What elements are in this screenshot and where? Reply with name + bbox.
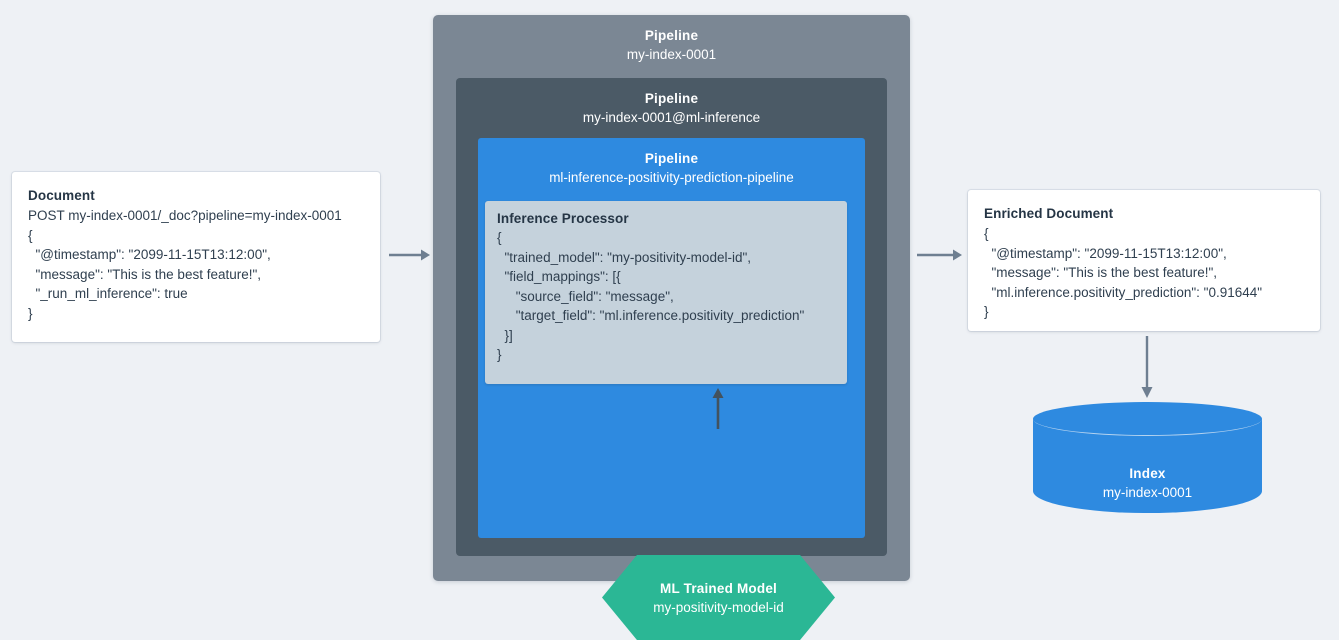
- inference-processor-line: "target_field": "ml.inference.positivity…: [497, 308, 805, 323]
- index-cylinder[interactable]: Index my-index-0001: [1033, 402, 1262, 530]
- ml-trained-model-hexagon[interactable]: ML Trained Model my-positivity-model-id: [602, 555, 835, 640]
- enriched-document-title: Enriched Document: [984, 206, 1114, 221]
- pipeline-middle-header: Pipeline my-index-0001@ml-inference: [456, 78, 887, 127]
- enriched-document-line: }: [984, 304, 989, 319]
- index-name: my-index-0001: [1102, 485, 1193, 500]
- inference-processor-line: {: [497, 230, 502, 245]
- document-line: "_run_ml_inference": true: [28, 286, 188, 301]
- inference-processor-line: "field_mappings": [{: [497, 269, 621, 284]
- arrow-ml-model-to-processor: [711, 387, 725, 429]
- document-line: {: [28, 227, 33, 243]
- ml-trained-model-kind: ML Trained Model: [660, 580, 777, 596]
- enriched-document-line: {: [984, 226, 989, 241]
- pipeline-outer-name: my-index-0001: [626, 47, 717, 62]
- pipeline-inner-name: ml-inference-positivity-prediction-pipel…: [549, 170, 794, 185]
- inference-processor-line: "source_field": "message",: [497, 288, 674, 304]
- index-label: Index my-index-0001: [1033, 464, 1262, 502]
- document-line: }: [28, 305, 33, 321]
- inference-processor-line: }: [497, 347, 502, 362]
- inference-processor-title: Inference Processor: [497, 211, 629, 226]
- ml-trained-model-name: my-positivity-model-id: [653, 599, 784, 615]
- enriched-document-line: "ml.inference.positivity_prediction": "0…: [984, 284, 1263, 300]
- document-title: Document: [28, 188, 95, 203]
- inference-processor-box[interactable]: Inference Processor { "trained_model": "…: [485, 201, 847, 384]
- arrow-enriched-document-to-index: [1140, 336, 1154, 400]
- index-cylinder-top: [1033, 402, 1262, 436]
- pipeline-outer-header: Pipeline my-index-0001: [433, 15, 910, 64]
- document-card: Document POST my-index-0001/_doc?pipelin…: [12, 172, 380, 342]
- pipeline-middle-ml-inference[interactable]: Pipeline my-index-0001@ml-inference Pipe…: [456, 78, 887, 640]
- inference-processor-line: }]: [497, 327, 513, 343]
- diagram-canvas: Document POST my-index-0001/_doc?pipelin…: [12, 15, 1320, 640]
- enriched-document-line: "message": "This is the best feature!",: [984, 265, 1218, 280]
- document-line: "message": "This is the best feature!",: [28, 266, 262, 282]
- document-line: "@timestamp": "2099-11-15T13:12:00",: [28, 247, 271, 262]
- inference-processor-line: "trained_model": "my-positivity-model-id…: [497, 249, 752, 265]
- pipeline-outer-kind: Pipeline: [644, 28, 699, 43]
- arrow-pipeline-to-enriched-document: [917, 248, 963, 262]
- pipeline-outer-my-index-0001[interactable]: Pipeline my-index-0001 Pipeline my-index…: [433, 15, 910, 640]
- enriched-document-line: "@timestamp": "2099-11-15T13:12:00",: [984, 245, 1227, 261]
- enriched-document-card: Enriched Document { "@timestamp": "2099-…: [968, 190, 1320, 331]
- pipeline-middle-name: my-index-0001@ml-inference: [582, 110, 761, 125]
- document-line: POST my-index-0001/_doc?pipeline=my-inde…: [28, 208, 342, 223]
- pipeline-inner-kind: Pipeline: [644, 151, 699, 166]
- pipeline-inner-positivity-prediction[interactable]: Pipeline ml-inference-positivity-predict…: [478, 138, 865, 640]
- arrow-document-to-pipeline: [389, 248, 431, 262]
- pipeline-inner-header: Pipeline ml-inference-positivity-predict…: [478, 138, 865, 187]
- pipeline-middle-kind: Pipeline: [644, 91, 699, 106]
- index-kind: Index: [1129, 466, 1166, 481]
